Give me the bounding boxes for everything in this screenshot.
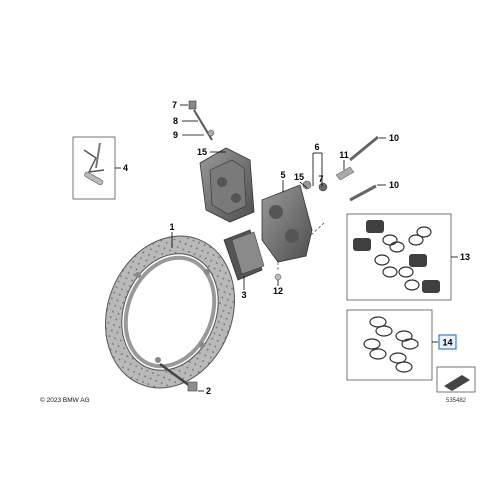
callout-7-left[interactable]: 7 bbox=[172, 100, 177, 110]
copyright-text: © 2023 BMW AG bbox=[40, 396, 90, 404]
callout-7-right[interactable]: 7 bbox=[318, 174, 323, 184]
callout-8[interactable]: 8 bbox=[173, 116, 178, 126]
callout-12[interactable]: 12 bbox=[273, 286, 283, 296]
right-caliper bbox=[261, 135, 386, 286]
callouts: 1 2 3 4 5 6 7 7 8 9 10 10 11 12 13 15 15 bbox=[123, 100, 470, 396]
callout-3[interactable]: 3 bbox=[241, 290, 246, 300]
callout-10-bottom[interactable]: 10 bbox=[389, 180, 399, 190]
callout-2[interactable]: 2 bbox=[206, 386, 211, 396]
left-caliper bbox=[180, 100, 255, 223]
callout-6[interactable]: 6 bbox=[314, 142, 319, 152]
callout-15-left[interactable]: 15 bbox=[197, 147, 207, 157]
callout-10-top[interactable]: 10 bbox=[389, 133, 399, 143]
callout-14[interactable]: 14 bbox=[442, 338, 452, 348]
kit-frame-item-4 bbox=[72, 136, 121, 200]
bolt-item-2 bbox=[159, 362, 204, 392]
document-badge: 535482 bbox=[436, 366, 476, 404]
callout-14-highlight[interactable]: 14 bbox=[438, 334, 457, 350]
document-number: 535482 bbox=[446, 398, 467, 404]
seal-kit-item-14 bbox=[346, 309, 438, 381]
callout-9[interactable]: 9 bbox=[173, 130, 178, 140]
callout-5[interactable]: 5 bbox=[280, 170, 285, 180]
callout-11[interactable]: 11 bbox=[339, 150, 349, 160]
callout-1[interactable]: 1 bbox=[169, 222, 174, 232]
piston-seal-kit-item-13 bbox=[346, 213, 458, 301]
brake-disc-item-1 bbox=[105, 232, 235, 389]
callout-15-right[interactable]: 15 bbox=[294, 172, 304, 182]
brake-pad-item-3 bbox=[223, 229, 265, 290]
callout-13[interactable]: 13 bbox=[460, 252, 470, 262]
callout-4[interactable]: 4 bbox=[123, 163, 128, 173]
